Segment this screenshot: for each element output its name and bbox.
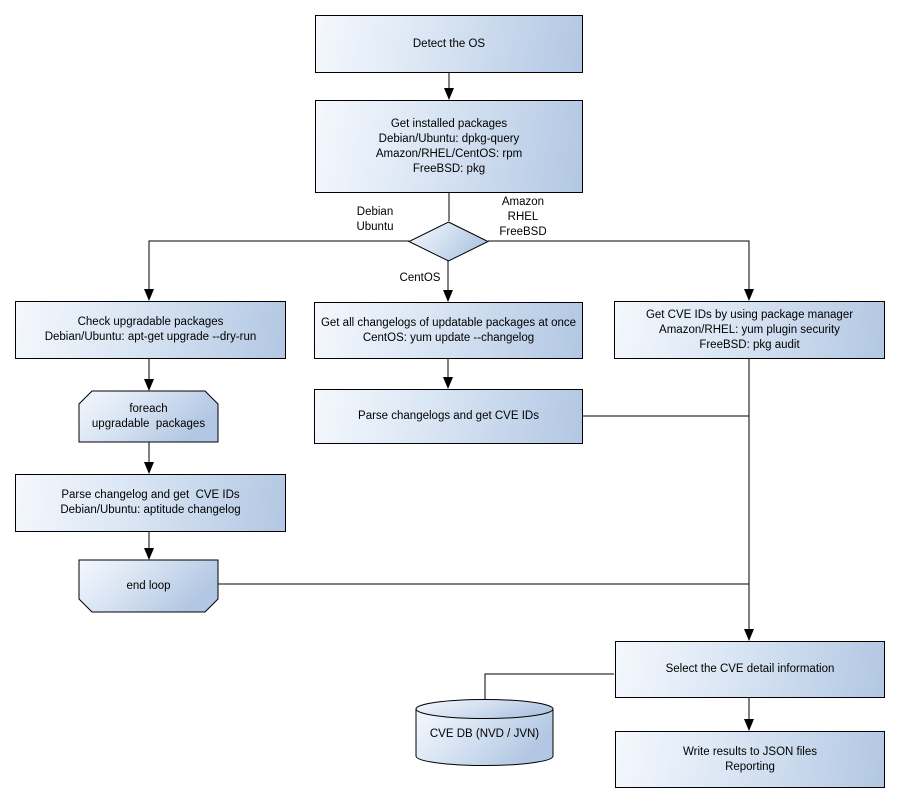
- node-get-installed-packages: Get installed packages Debian/Ubuntu: dp…: [315, 100, 583, 193]
- node-detect-os: Detect the OS: [315, 15, 583, 73]
- edge-cvedb-to-select: [484, 673, 614, 700]
- edge-decision-to-get-cve-ids: [488, 240, 754, 301]
- edge-label-amazon-rhel-freebsd: Amazon RHEL FreeBSD: [499, 195, 547, 238]
- node-parse-changelogs-mid: Parse changelogs and get CVE IDs: [314, 389, 583, 444]
- node-get-cve-ids-pkg-manager: Get CVE IDs by using package manager Ama…: [614, 301, 885, 359]
- edge-label-centos: CentOS: [399, 272, 441, 284]
- node-check-upgradable-packages: Check upgradable packages Debian/Ubuntu:…: [15, 301, 286, 359]
- node-write-results: Write results to JSON files Reporting: [615, 731, 885, 788]
- end-loop-shape: [78, 559, 219, 613]
- decision-os-diamond: [407, 221, 490, 262]
- foreach-loop-shape: [78, 390, 219, 443]
- cve-db-cylinder: [415, 699, 554, 767]
- cve-db-label: CVE DB (NVD / JVN): [429, 727, 540, 740]
- edge-label-debian-ubuntu: Debian Ubuntu: [356, 206, 394, 233]
- node-parse-changelog-left: Parse changelog and get CVE IDs Debian/U…: [15, 474, 286, 532]
- edge-decision-to-check-upgradable: [144, 240, 409, 301]
- end-loop-label: end loop: [126, 579, 171, 592]
- foreach-loop-label: foreach upgradable packages: [91, 402, 206, 430]
- node-select-cve-detail: Select the CVE detail information: [615, 641, 885, 698]
- node-get-all-changelogs: Get all changelogs of updatable packages…: [314, 302, 583, 359]
